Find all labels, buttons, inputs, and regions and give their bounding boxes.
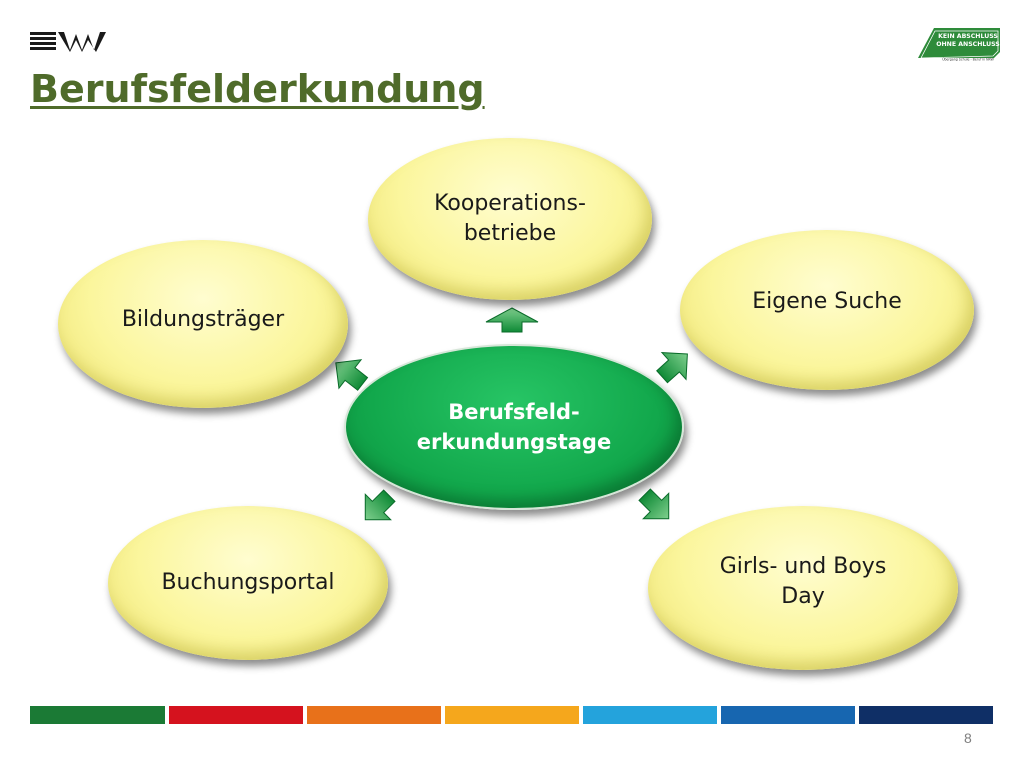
node-kooperationsbetriebe: Kooperations- betriebe (368, 138, 652, 300)
arrow-down-right-icon (638, 488, 670, 520)
node-buchungsportal: Buchungsportal (108, 506, 388, 660)
logo-line-1: KEIN ABSCHLUSS (938, 33, 998, 40)
node-girls-boys-day: Girls- und Boys Day (648, 506, 958, 670)
page-number: 8 (964, 730, 972, 746)
node-bildungstraeger: Bildungsträger (58, 240, 348, 408)
node-eigene-suche: Eigene Suche (680, 230, 974, 390)
footer-bar-red (169, 706, 303, 724)
node-label: Buchungsportal (161, 570, 335, 595)
node-label: Bildungsträger (121, 307, 285, 332)
center-node-label: Berufsfeld- erkundungstage (416, 400, 612, 454)
kein-abschluss-ohne-anschluss-logo-icon: KEIN ABSCHLUSS OHNE ANSCHLUSS Übergang S… (918, 28, 1000, 62)
center-node: Berufsfeld- erkundungstage (344, 344, 684, 510)
organization-logo-icon (30, 32, 106, 52)
footer-bar-light-blue (583, 706, 717, 724)
node-label: Kooperations- betriebe (434, 191, 586, 246)
footer-bar-navy (859, 706, 993, 724)
node-label: Eigene Suche (752, 289, 902, 314)
footer-bar-orange (307, 706, 441, 724)
logo-line-2: OHNE ANSCHLUSS (936, 41, 1000, 48)
slide-title: Berufsfelderkundung (30, 67, 485, 111)
arrow-up-icon (485, 307, 539, 333)
logo-tagline: Übergang Schule - Beruf in NRW (942, 57, 994, 62)
node-label: Girls- und Boys Day (719, 554, 887, 609)
footer-bar-blue (721, 706, 855, 724)
arrow-down-left-icon (364, 489, 396, 521)
footer-bar-yellow (445, 706, 579, 724)
footer-bar-green (30, 706, 165, 724)
